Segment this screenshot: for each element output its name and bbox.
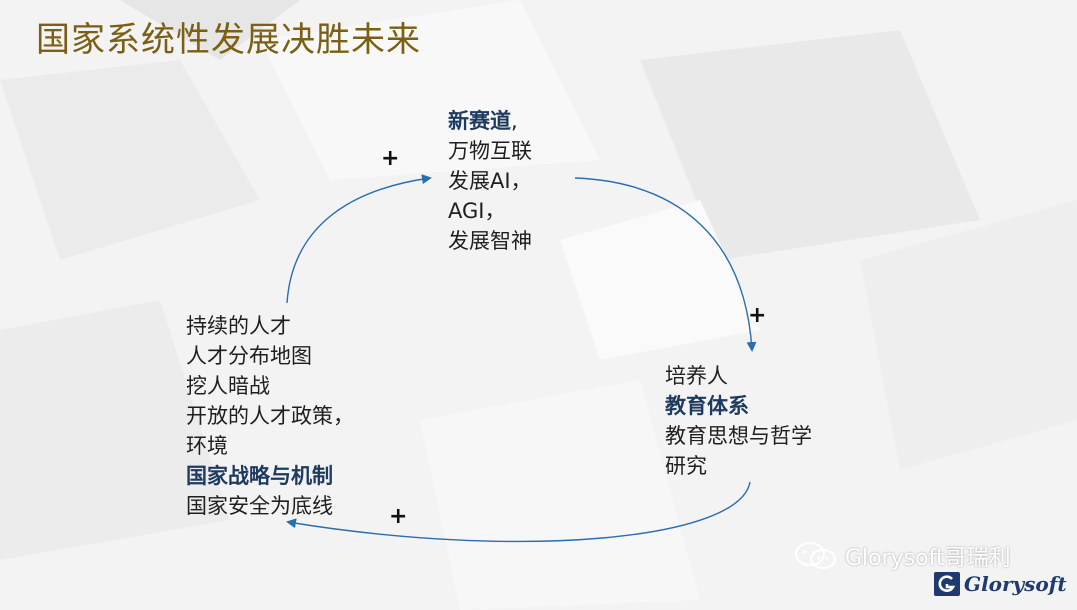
glorysoft-logo-icon [934, 572, 960, 596]
node-talent-strategy: 持续的人才 人才分布地图 挖人暗战 开放的人才政策， 环境 国家战略与机制 国家… [186, 311, 354, 521]
arrow-right-to-left [286, 481, 751, 543]
plus-sign-bottom: + [389, 504, 408, 529]
arrow-top-to-right [574, 177, 757, 352]
node-line: 国家战略与机制 [186, 464, 333, 488]
node-education: 培养人 教育体系 教育思想与哲学 研究 [665, 361, 812, 481]
node-line: 教育体系 [665, 394, 749, 418]
node-line: 培养人 [665, 364, 728, 388]
node-line: 新赛道, [448, 109, 518, 133]
node-line: 发展智神 [448, 229, 532, 253]
node-line: AGI， [448, 199, 506, 223]
node-line: 挖人暗战 [186, 374, 270, 398]
brand-name: Glorysoft [964, 572, 1067, 596]
node-line: 教育思想与哲学 [665, 424, 812, 448]
node-new-track: 新赛道, 万物互联 发展AI， AGI， 发展智神 [448, 106, 532, 256]
node-line: 万物互联 [448, 139, 532, 163]
watermark: Glorysoft哥瑞利 [793, 540, 1011, 572]
node-line: 人才分布地图 [186, 344, 312, 368]
watermark-text: Glorysoft哥瑞利 [845, 546, 1011, 571]
plus-sign-right: + [748, 303, 767, 328]
node-line: 持续的人才 [186, 314, 291, 338]
plus-sign-top: + [381, 146, 400, 171]
node-line: 发展AI， [448, 169, 532, 193]
brand-logo: Glorysoft [934, 572, 1067, 596]
node-line: 研究 [665, 454, 707, 478]
wechat-icon [795, 542, 836, 569]
arrow-left-to-top [286, 174, 432, 304]
node-line: 环境 [186, 434, 228, 458]
node-line: 开放的人才政策， [186, 404, 354, 428]
node-line: 国家安全为底线 [186, 494, 333, 518]
page-title: 国家系统性发展决胜未来 [36, 20, 421, 60]
